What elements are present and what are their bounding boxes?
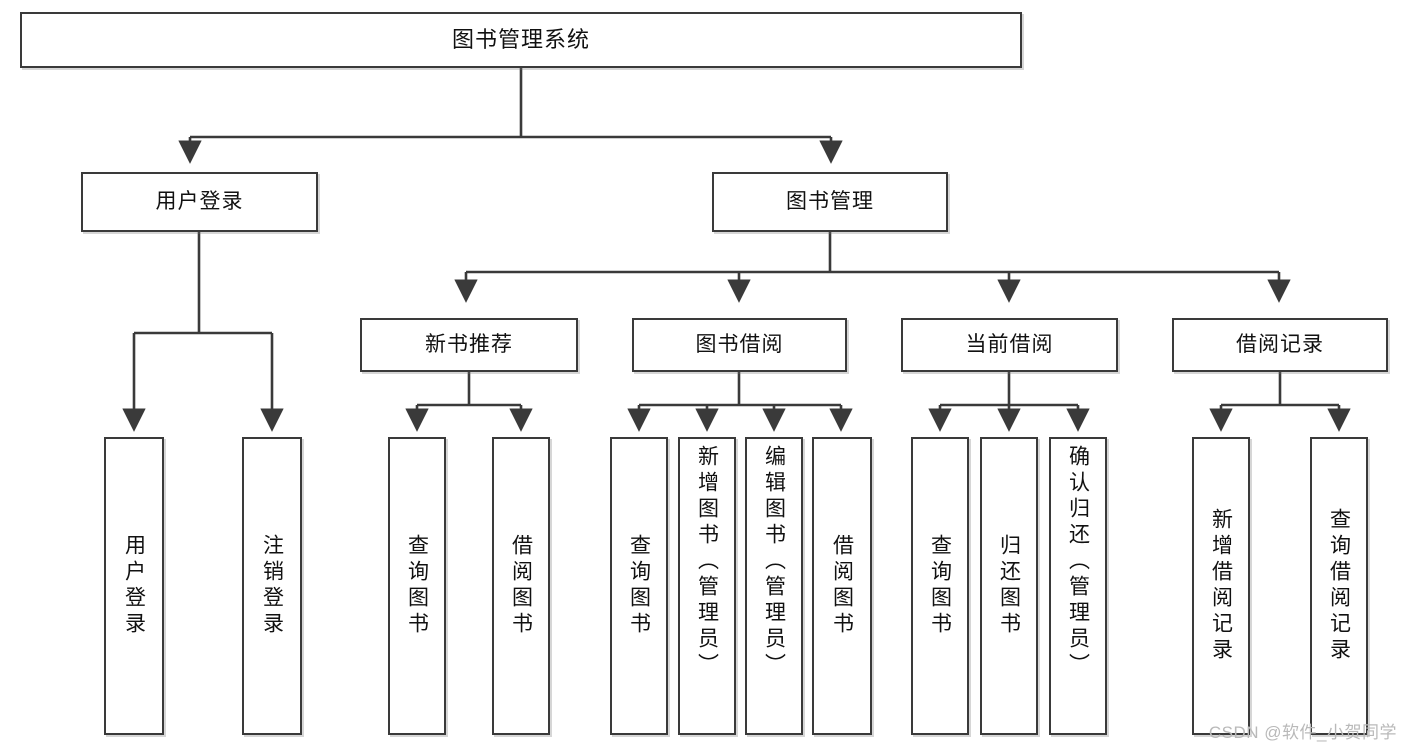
node-label: 用户登录 (155, 189, 244, 213)
node-label: 查询图书 (928, 534, 952, 638)
leaf-query-books-current[interactable]: 查询图书 (911, 437, 969, 735)
node-label: 图书管理 (786, 189, 874, 213)
node-label: 新书推荐 (425, 332, 513, 356)
node-label: 图书借阅 (695, 332, 784, 356)
node-label: 图书管理系统 (451, 27, 590, 53)
node-book-management[interactable]: 图书管理 (712, 172, 948, 232)
node-label: 注销登录 (260, 534, 284, 638)
node-label: 确认归还（管理员） (1066, 445, 1090, 679)
leaf-borrow-books-recommendation[interactable]: 借阅图书 (492, 437, 550, 735)
node-label: 查询图书 (405, 534, 429, 638)
node-label: 借阅图书 (509, 534, 533, 638)
node-book-borrowing[interactable]: 图书借阅 (632, 318, 847, 372)
leaf-add-borrow-record[interactable]: 新增借阅记录 (1192, 437, 1250, 735)
leaf-confirm-return-admin[interactable]: 确认归还（管理员） (1049, 437, 1107, 735)
node-new-book-recommendation[interactable]: 新书推荐 (360, 318, 578, 372)
node-borrowing-records[interactable]: 借阅记录 (1172, 318, 1388, 372)
node-label: 当前借阅 (965, 332, 1054, 356)
watermark: CSDN @软件_小贺同学 (1208, 723, 1397, 742)
node-user-login[interactable]: 用户登录 (81, 172, 318, 232)
node-current-borrowing[interactable]: 当前借阅 (901, 318, 1118, 372)
leaf-query-books-borrowing[interactable]: 查询图书 (610, 437, 668, 735)
node-label: 新增借阅记录 (1209, 508, 1233, 664)
leaf-query-books-recommendation[interactable]: 查询图书 (388, 437, 446, 735)
leaf-logout[interactable]: 注销登录 (242, 437, 302, 735)
node-label: 用户登录 (122, 534, 146, 638)
leaf-user-login[interactable]: 用户登录 (104, 437, 164, 735)
leaf-add-book-admin[interactable]: 新增图书（管理员） (678, 437, 736, 735)
node-label: 归还图书 (997, 534, 1021, 638)
leaf-edit-book-admin[interactable]: 编辑图书（管理员） (745, 437, 803, 735)
node-label: 查询图书 (627, 534, 651, 638)
leaf-query-borrow-record[interactable]: 查询借阅记录 (1310, 437, 1368, 735)
node-root-book-management-system[interactable]: 图书管理系统 (20, 12, 1022, 68)
node-label: 编辑图书（管理员） (762, 445, 786, 679)
node-label: 新增图书（管理员） (695, 445, 719, 679)
leaf-return-books[interactable]: 归还图书 (980, 437, 1038, 735)
node-label: 查询借阅记录 (1327, 508, 1351, 664)
node-label: 借阅记录 (1236, 332, 1324, 356)
node-label: 借阅图书 (830, 534, 854, 638)
leaf-borrow-books[interactable]: 借阅图书 (812, 437, 872, 735)
